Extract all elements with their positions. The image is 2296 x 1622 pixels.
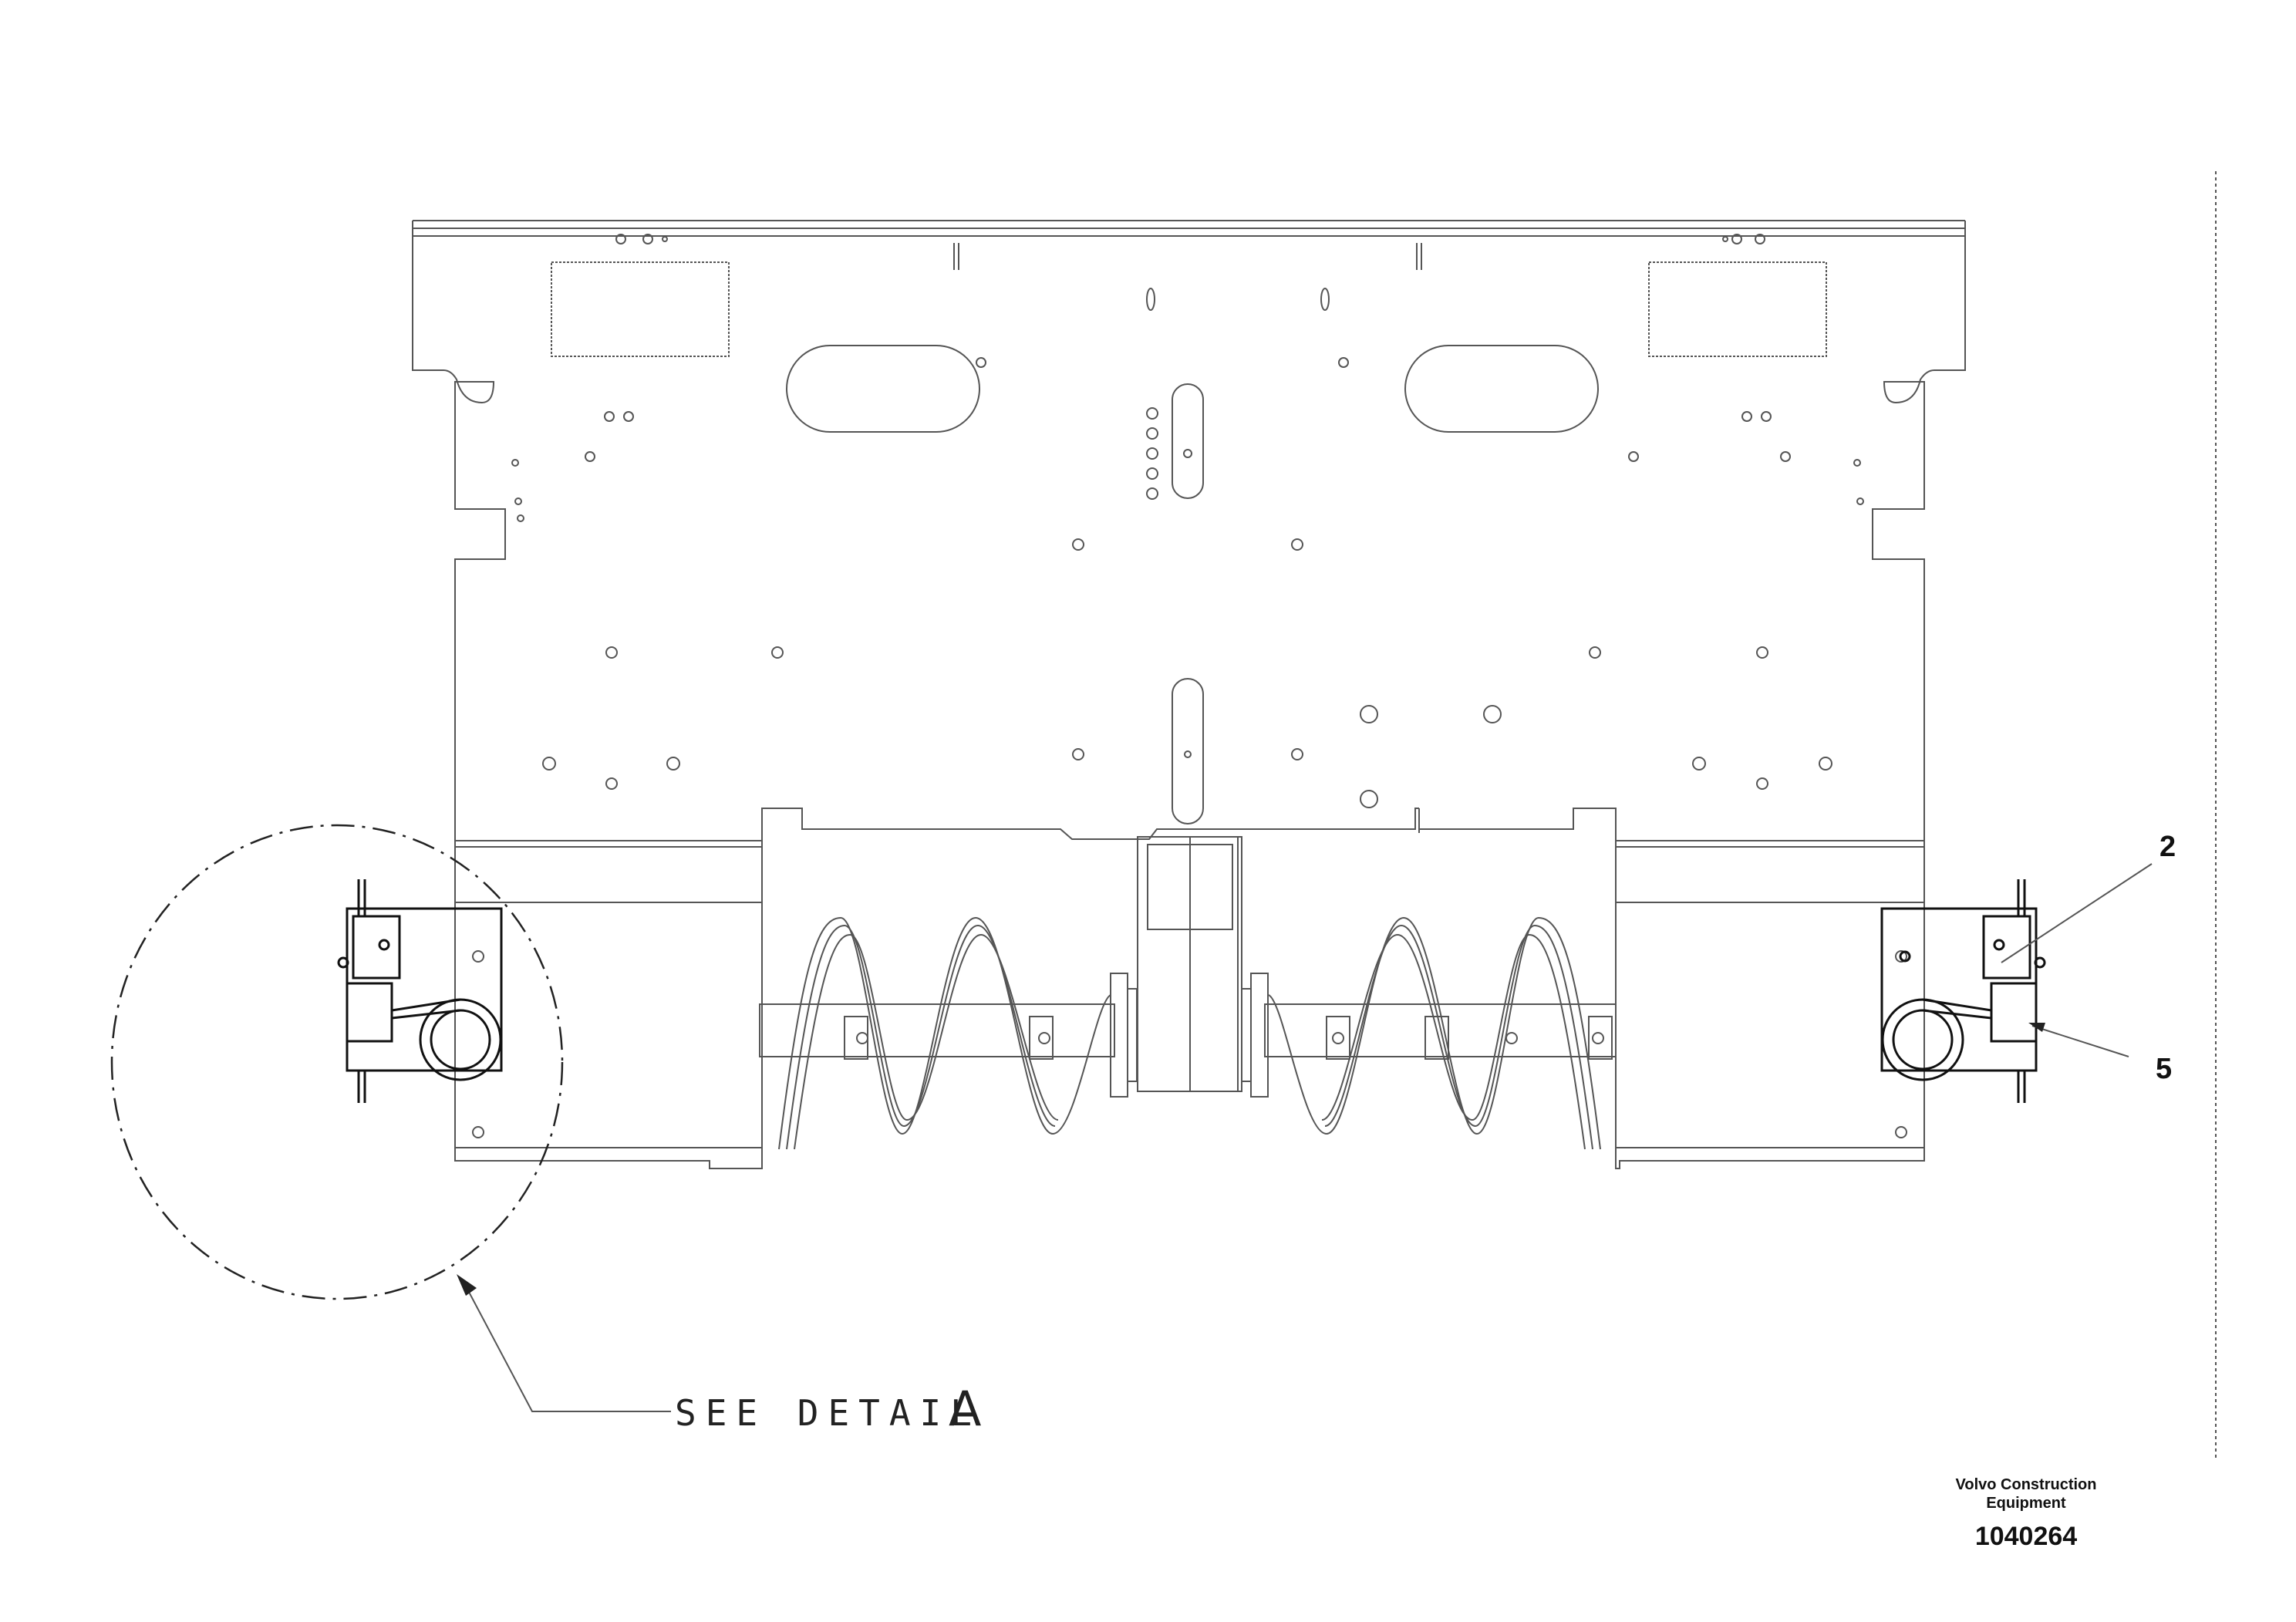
brand-line-2: Equipment bbox=[1986, 1495, 2066, 1512]
auger-right bbox=[1241, 916, 1617, 1150]
part-number: 1040264 bbox=[1975, 1522, 2077, 1551]
right-sensor-assembly bbox=[1880, 879, 2046, 1103]
detail-a-marker bbox=[110, 824, 671, 1412]
callout-2-label: 2 bbox=[2159, 831, 2176, 863]
left-sensor-assembly bbox=[337, 879, 503, 1103]
plate-holes bbox=[472, 234, 1907, 1138]
center-mount bbox=[1137, 836, 1242, 1092]
auger-left bbox=[759, 916, 1138, 1150]
callout-2: 2 bbox=[2001, 831, 2176, 963]
callout-5-label: 5 bbox=[2156, 1053, 2172, 1085]
detail-letter: A bbox=[949, 1381, 981, 1437]
screed-plate bbox=[412, 220, 1966, 1169]
callout-5: 5 bbox=[2028, 1023, 2172, 1085]
title-block: Volvo Construction Equipment 1040264 bbox=[1956, 1476, 2097, 1551]
see-detail-label: SEE DETAIL bbox=[675, 1392, 981, 1434]
brand-line-1: Volvo Construction bbox=[1956, 1476, 2097, 1493]
